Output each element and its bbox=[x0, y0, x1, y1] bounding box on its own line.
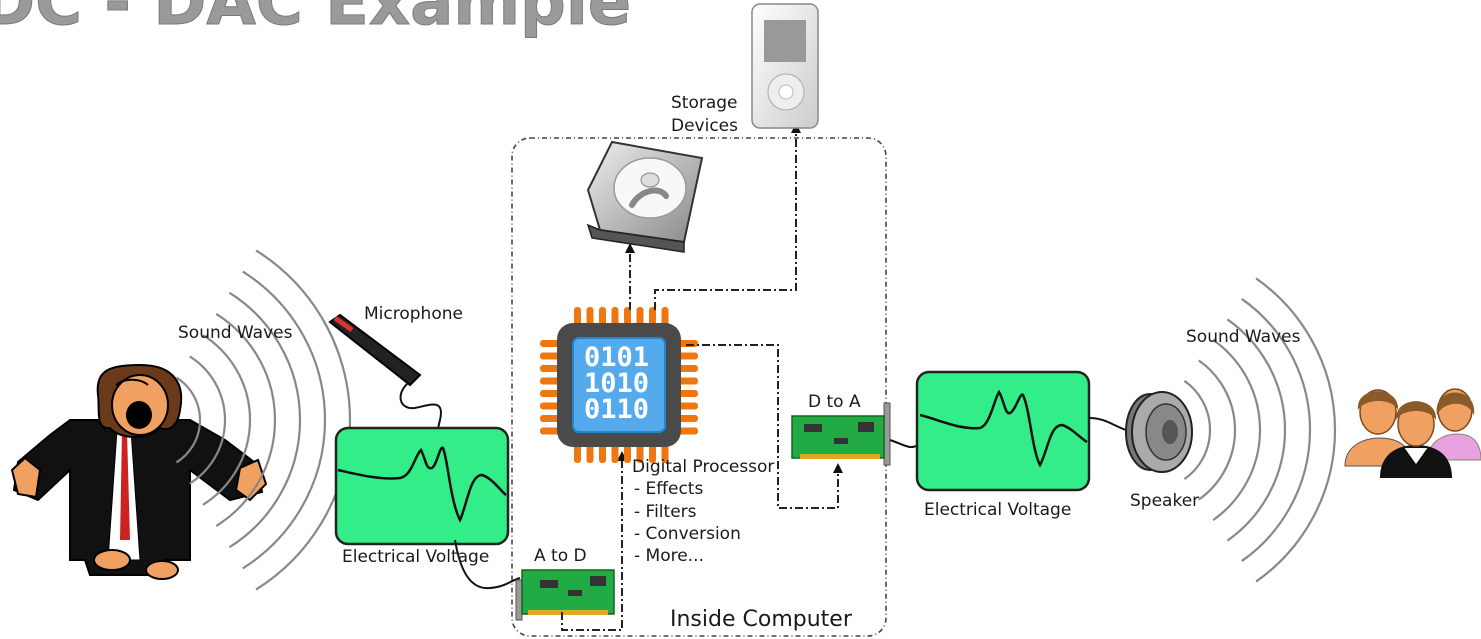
a-to-d-label: A to D bbox=[534, 546, 587, 566]
chip-pin bbox=[661, 307, 669, 327]
sound-waves-left-label: Sound Waves bbox=[178, 323, 293, 343]
chip-bits-row-1: 0101 bbox=[584, 342, 649, 373]
sound-wave-arc bbox=[1241, 298, 1312, 562]
chip-pin bbox=[678, 415, 698, 422]
chip-pin bbox=[586, 307, 594, 327]
chip-pin bbox=[574, 307, 581, 327]
sound-wave-arc bbox=[202, 334, 252, 506]
chip-pin bbox=[649, 443, 656, 463]
electrical-voltage-right-label: Electrical Voltage bbox=[924, 500, 1071, 520]
storage-devices-label-line2: Devices bbox=[671, 116, 738, 136]
audience-icon bbox=[1344, 388, 1481, 478]
chip-pin bbox=[540, 402, 560, 410]
sound-wave-arc bbox=[255, 249, 352, 591]
sound-wave-arc bbox=[228, 291, 302, 549]
speaker-icon bbox=[1125, 391, 1193, 473]
chip-pin bbox=[624, 307, 631, 327]
microphone-label: Microphone bbox=[364, 304, 463, 324]
chip-pin bbox=[678, 390, 698, 397]
chip-pin bbox=[574, 443, 581, 463]
sound-waves-right-icon bbox=[1183, 277, 1337, 583]
voltage-display-left bbox=[334, 426, 510, 546]
chip-pin bbox=[636, 307, 644, 327]
processor-function-filters: - Filters bbox=[634, 502, 697, 522]
chip-pin bbox=[649, 307, 656, 327]
inside-computer-label: Inside Computer bbox=[670, 607, 853, 632]
sound-wave-arc bbox=[1183, 379, 1212, 481]
d-to-a-label: D to A bbox=[808, 392, 861, 412]
chip-pin bbox=[540, 377, 560, 385]
chip-pin bbox=[636, 443, 644, 463]
singer-icon bbox=[10, 363, 268, 580]
chip-pin bbox=[678, 377, 698, 385]
digital-processor-label: Digital Processor bbox=[632, 457, 774, 477]
chip-pin bbox=[586, 443, 594, 463]
speaker-label: Speaker bbox=[1130, 491, 1199, 511]
sound-waves-left-icon bbox=[175, 249, 352, 591]
sound-wave-arc bbox=[189, 355, 227, 485]
microphone-icon bbox=[328, 313, 442, 433]
chip-pin bbox=[678, 402, 698, 410]
chip-pin bbox=[599, 307, 606, 327]
chip-bits-row-2: 1010 bbox=[584, 368, 649, 399]
electrical-voltage-left-label: Electrical Voltage bbox=[342, 547, 489, 567]
page-title: DC - DAC Example bbox=[0, 0, 631, 40]
sound-wave-arc bbox=[215, 313, 277, 527]
sound-wave-arc bbox=[242, 270, 327, 570]
chip-pin bbox=[540, 340, 560, 347]
processor-function-more: - More... bbox=[634, 546, 704, 566]
processor-function-conversion: - Conversion bbox=[634, 524, 741, 544]
chip-pin bbox=[661, 443, 669, 463]
chip-bits-row-3: 0110 bbox=[584, 394, 649, 425]
chip-pin bbox=[540, 427, 560, 435]
chip-pin bbox=[540, 352, 560, 360]
d-to-a-card-icon bbox=[791, 402, 891, 466]
chip-pin bbox=[540, 365, 560, 372]
sound-waves-right-label: Sound Waves bbox=[1186, 327, 1301, 347]
chip-pin bbox=[678, 427, 698, 435]
chip-pin bbox=[678, 352, 698, 360]
hard-disk-icon bbox=[586, 140, 704, 253]
cpu-chip-icon: 0101 1010 0110 bbox=[540, 307, 698, 463]
chip-pin bbox=[540, 415, 560, 422]
chip-pin bbox=[678, 365, 698, 372]
chip-pin bbox=[540, 390, 560, 397]
sound-wave-arc bbox=[1198, 359, 1237, 501]
sound-wave-arc bbox=[1226, 318, 1287, 542]
chip-pin bbox=[624, 443, 631, 463]
chip-pin bbox=[599, 443, 606, 463]
chip-pin bbox=[611, 307, 619, 327]
chip-pin bbox=[611, 443, 619, 463]
a-to-d-card-icon bbox=[515, 569, 615, 621]
sound-wave-arc bbox=[175, 376, 202, 464]
computer-boundary bbox=[511, 137, 887, 637]
voltage-display-right bbox=[915, 370, 1091, 492]
storage-device-icon bbox=[751, 3, 819, 129]
storage-devices-label-line1: Storage bbox=[671, 93, 738, 113]
sound-wave-arc bbox=[1255, 277, 1337, 583]
processor-function-effects: - Effects bbox=[634, 479, 703, 499]
sound-wave-arc bbox=[1212, 338, 1262, 522]
